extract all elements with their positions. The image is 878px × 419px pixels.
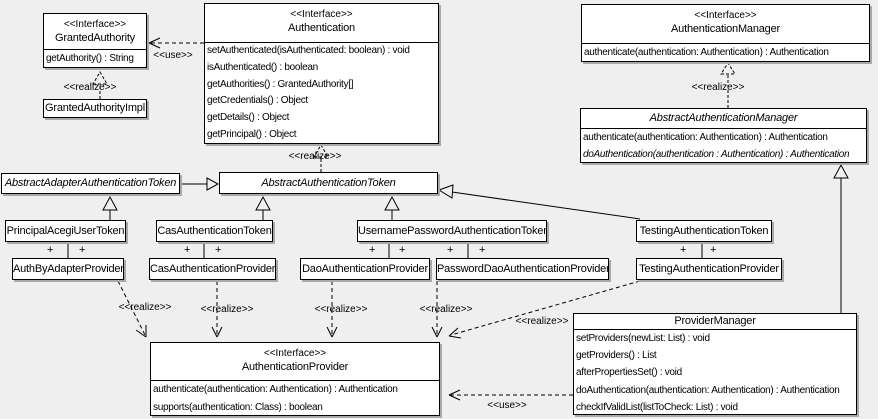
class-box-testing-authentication-token: TestingAuthenticationToken	[636, 220, 772, 242]
class-name: TestingAuthenticationProvider	[639, 263, 779, 275]
method: getAuthorities() : GrantedAuthority[]	[207, 78, 354, 90]
realize-label: <<realize>>	[288, 151, 342, 162]
method: doAuthentication(authentication: Authent…	[576, 384, 840, 396]
method: authenticate(authentication: Authenticat…	[583, 132, 828, 143]
class-name: CasAuthenticationToken	[157, 225, 272, 237]
multiplicity-plus: +	[680, 244, 687, 256]
class-box-authentication: <<Interface>> Authentication setAuthenti…	[204, 3, 439, 144]
class-box-testing-authentication-provider: TestingAuthenticationProvider	[636, 258, 782, 280]
generalization-adapter-token	[180, 177, 220, 191]
class-box-abstract-adapter-authentication-token: AbstractAdapterAuthenticationToken	[1, 173, 180, 194]
realize-label: <<realize>>	[515, 316, 569, 327]
class-header: <<Interface>> GrantedAuthority	[44, 14, 146, 50]
class-box-principal-acegi-user-token: PrincipalAcegiUserToken	[5, 220, 126, 242]
class-header: <<Interface>> AuthenticationManager	[582, 5, 869, 44]
class-box-authentication-provider: <<Interface>> AuthenticationProvider aut…	[150, 342, 440, 416]
class-name: PasswordDaoAuthenticationProvider	[437, 263, 608, 275]
use-providermanager-authenticationprovider	[448, 389, 573, 401]
generalization-principal-token	[102, 195, 118, 220]
method: getPrincipal() : Object	[207, 128, 297, 140]
class-box-cas-authentication-token: CasAuthenticationToken	[156, 220, 273, 242]
realize-abstractmanager-authenticationmanager	[720, 62, 736, 108]
class-box-granted-authority: <<Interface>> GrantedAuthority getAuthor…	[43, 13, 147, 68]
multiplicity-plus: +	[215, 244, 222, 256]
generalization-providermanager	[833, 163, 849, 313]
multiplicity-plus: +	[369, 244, 376, 256]
class-name: GrantedAuthorityImpl	[45, 102, 145, 114]
realize-label: <<realize>>	[691, 82, 745, 93]
realize-authbyadapterprovider	[117, 280, 147, 338]
generalization-usernamepassword-token	[384, 195, 400, 220]
use-label: <<use>>	[153, 50, 193, 61]
method: setProviders(newList: List) : void	[576, 333, 710, 344]
method: checkIfValidList(listToCheck: List) : vo…	[576, 401, 738, 413]
class-name: GrantedAuthority	[55, 32, 135, 44]
multiplicity-plus: +	[79, 244, 86, 256]
multiplicity-plus: +	[47, 244, 54, 256]
class-name: AuthenticationManager	[671, 23, 780, 35]
stereotype: <<Interface>>	[63, 19, 127, 30]
method: supports(authentication: Class) : boolea…	[153, 401, 323, 413]
class-name: DaoAuthenticationProvider	[302, 263, 428, 275]
realize-label: <<realize>>	[118, 302, 172, 313]
class-box-authentication-manager: <<Interface>> AuthenticationManager auth…	[581, 4, 870, 62]
stereotype: <<Interface>>	[263, 348, 327, 359]
class-box-auth-by-adapter-provider: AuthByAdapterProvider	[12, 258, 124, 280]
class-box-provider-manager: ProviderManager setProviders(newList: Li…	[573, 313, 857, 415]
realize-label: <<realize>>	[63, 82, 117, 93]
class-name: ProviderManager	[574, 314, 856, 330]
class-box-password-dao-authentication-provider: PasswordDaoAuthenticationProvider	[436, 258, 609, 280]
class-name: PrincipalAcegiUserToken	[6, 225, 125, 237]
class-header: <<Interface>> AuthenticationProvider	[151, 343, 439, 381]
use-authentication-grantedauthority	[148, 37, 204, 49]
class-box-cas-authentication-provider: CasAuthenticationProvider	[149, 258, 276, 280]
realize-daoprovider	[326, 281, 338, 338]
multiplicity-plus: +	[479, 244, 486, 256]
class-box-granted-authority-impl: GrantedAuthorityImpl	[43, 99, 147, 118]
class-name: AuthenticationProvider	[241, 361, 349, 373]
method: getAuthority() : String	[46, 53, 134, 64]
class-box-dao-authentication-provider: DaoAuthenticationProvider	[300, 258, 430, 280]
realize-abstracttoken-authentication	[313, 144, 329, 172]
method: authenticate(authentication: Authenticat…	[153, 384, 398, 395]
realize-label: <<realize>>	[314, 304, 368, 315]
stereotype: <<Interface>>	[290, 9, 353, 20]
realize-grantedauthorityimpl	[92, 71, 108, 99]
class-name: AbstractAuthenticationToken	[261, 177, 396, 189]
class-box-abstract-authentication-token: AbstractAuthenticationToken	[219, 172, 438, 194]
class-name: UsernamePasswordAuthenticationToken	[358, 225, 546, 237]
use-label: <<use>>	[487, 400, 527, 411]
method: getCredentials() : Object	[207, 95, 308, 107]
generalization-testing-token	[437, 184, 641, 220]
method: authenticate(authentication: Authenticat…	[584, 47, 829, 58]
method: afterPropertiesSet() : void	[576, 367, 682, 379]
class-name: CasAuthenticationProvider	[150, 263, 275, 275]
method: isAuthenticated() : boolean	[207, 61, 318, 73]
multiplicity-plus: +	[710, 244, 717, 256]
class-name: TestingAuthenticationToken	[639, 225, 769, 237]
class-box-abstract-authentication-manager: AbstractAuthenticationManager authentica…	[580, 108, 867, 163]
class-name: Authentication	[288, 22, 355, 34]
class-name: AuthByAdapterProvider	[13, 263, 123, 275]
method: doAuthentication(authentication : Authen…	[583, 149, 850, 160]
method: getProviders() : List	[576, 350, 657, 362]
multiplicity-plus: +	[184, 244, 191, 256]
class-header: <<Interface>> Authentication	[205, 4, 438, 43]
realize-label: <<realize>>	[419, 304, 473, 315]
class-name: AbstractAuthenticationManager	[581, 109, 866, 129]
realize-passworddaoprovider	[431, 281, 443, 338]
multiplicity-plus: +	[399, 244, 406, 256]
class-name: AbstractAdapterAuthenticationToken	[4, 177, 177, 189]
method: setAuthenticated(isAuthenticated: boolea…	[207, 45, 410, 56]
realize-testingprovider	[448, 280, 641, 339]
realize-casprovider	[211, 281, 223, 338]
method: getDetails() : Object	[207, 112, 290, 124]
multiplicity-plus: +	[447, 244, 454, 256]
generalization-cas-token	[255, 195, 271, 220]
stereotype: <<Interface>>	[694, 10, 757, 21]
realize-label: <<realize>>	[200, 304, 254, 315]
class-box-username-password-authentication-token: UsernamePasswordAuthenticationToken	[357, 220, 547, 242]
